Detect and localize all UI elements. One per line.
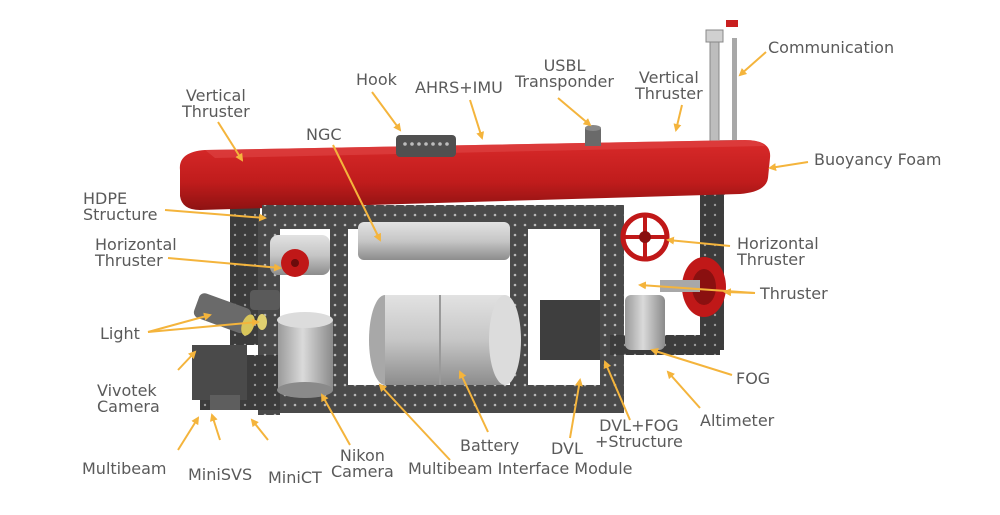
label-multibeam: Multibeam bbox=[82, 459, 167, 478]
label-light: Light bbox=[100, 324, 140, 343]
fog-housing bbox=[625, 295, 665, 350]
label-dvl: DVL bbox=[551, 439, 583, 458]
label-altimeter: Altimeter bbox=[700, 411, 775, 430]
label-minict: MiniCT bbox=[268, 468, 322, 487]
usbl-transponder bbox=[585, 125, 601, 146]
thruster-right bbox=[660, 257, 726, 317]
label-ngc: NGC bbox=[306, 125, 342, 144]
nikon-camera-housing bbox=[277, 312, 333, 398]
label-multibeam-interface-module: Multibeam Interface Module bbox=[408, 459, 633, 478]
label-communication: Communication bbox=[768, 38, 895, 57]
label-hook: Hook bbox=[356, 70, 397, 89]
battery bbox=[369, 295, 521, 385]
vivotek-camera bbox=[192, 345, 247, 410]
label-dvl-fog-structure: DVL+FOG+Structure bbox=[595, 416, 683, 451]
label-fog: FOG bbox=[736, 369, 771, 388]
hook bbox=[396, 135, 456, 157]
buoyancy-foam bbox=[179, 140, 771, 210]
ngc-housing bbox=[270, 222, 510, 275]
horizontal-thruster-right bbox=[620, 212, 670, 262]
label-battery: Battery bbox=[460, 436, 520, 455]
label-minisvs: MiniSVS bbox=[188, 465, 253, 484]
label-ahrs-imu: AHRS+IMU bbox=[415, 78, 503, 97]
horizontal-thruster-left bbox=[281, 249, 309, 277]
label-buoyancy-foam: Buoyancy Foam bbox=[814, 150, 942, 169]
leader-arrows bbox=[147, 51, 809, 461]
label-thruster: Thruster bbox=[760, 284, 828, 303]
communication-antenna bbox=[705, 20, 742, 159]
